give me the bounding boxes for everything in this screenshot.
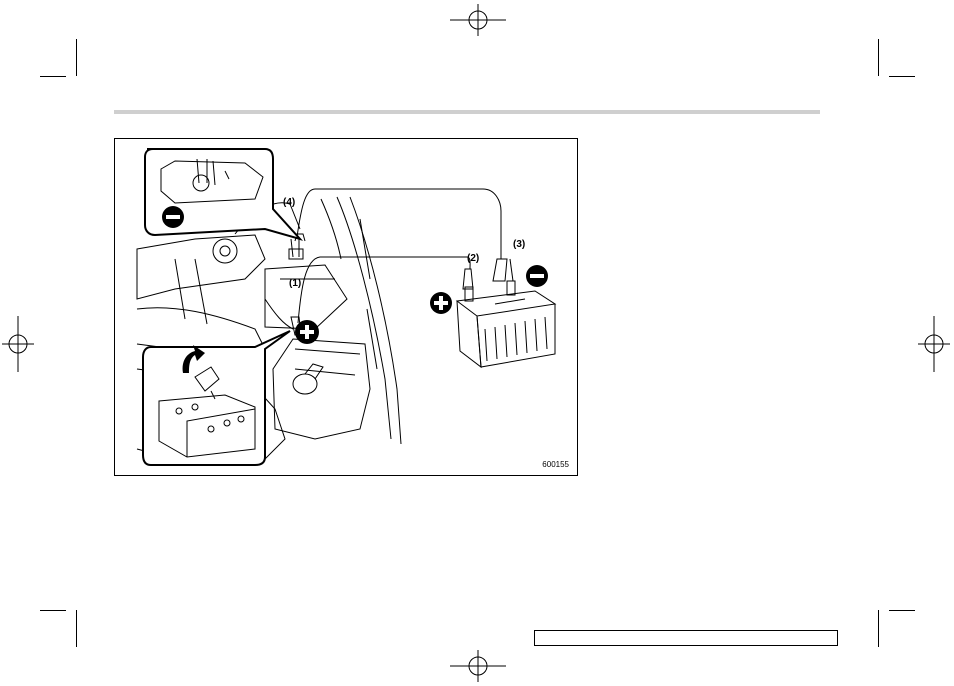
registration-mark-bottom [450,650,506,682]
crop-mark [878,39,879,76]
registration-mark-left [2,316,34,372]
footer-box [534,630,838,646]
callout-label-2: (2) [467,253,479,264]
crop-mark [40,76,66,77]
callout-label-1: (1) [289,278,301,289]
crop-mark [889,76,915,77]
crop-mark [889,610,915,611]
crop-mark [76,610,77,647]
header-rule [114,110,820,114]
crop-mark [40,610,66,611]
callout-label-4: (4) [283,197,295,208]
crop-mark [878,610,879,647]
registration-mark-right [918,316,950,372]
callout-label-3: (3) [513,239,525,250]
engine-bay-drawing [115,139,578,476]
registration-mark-top [450,4,506,36]
jump-start-illustration: (4) (1) (2) (3) 600155 [114,138,578,476]
figure-code: 600155 [542,460,569,469]
crop-mark [76,39,77,76]
